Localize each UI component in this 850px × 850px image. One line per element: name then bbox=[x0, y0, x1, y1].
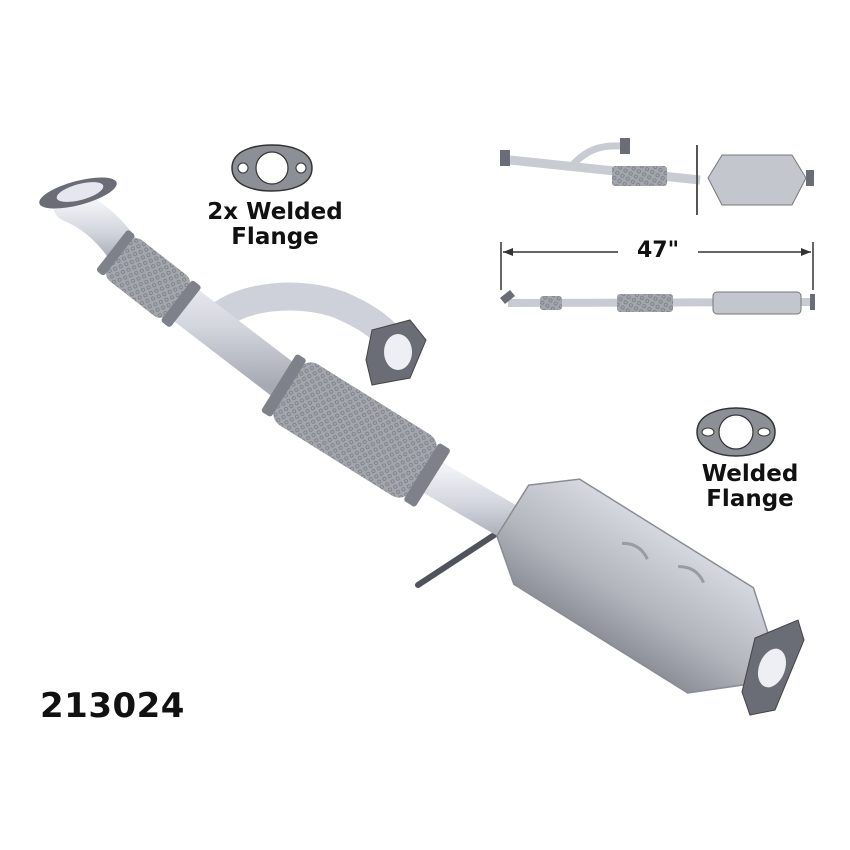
right-flange-label: Welded Flange bbox=[680, 462, 820, 512]
flex-pipe-upper bbox=[96, 230, 201, 327]
top-flange-label-line1: 2x Welded bbox=[207, 199, 343, 225]
right-flange-label-line2: Flange bbox=[706, 485, 794, 512]
side-view-bottom bbox=[500, 290, 815, 315]
flex-pipe-main bbox=[261, 354, 450, 507]
gasket-icon-top bbox=[231, 144, 313, 192]
exhaust-assembly-main bbox=[39, 177, 805, 716]
outlet-flange bbox=[741, 619, 805, 716]
inlet-flange-branch bbox=[365, 319, 427, 386]
inlet-flange-left bbox=[39, 177, 117, 209]
gasket-icon-right bbox=[696, 407, 776, 457]
right-flange-label-line1: Welded bbox=[701, 461, 799, 487]
top-flange-label-line2: Flange bbox=[231, 223, 319, 250]
top-flange-label: 2x Welded Flange bbox=[190, 200, 360, 250]
overall-length-dimension: 47" bbox=[618, 238, 698, 263]
side-view-top bbox=[500, 138, 814, 215]
part-number: 213024 bbox=[40, 686, 185, 726]
